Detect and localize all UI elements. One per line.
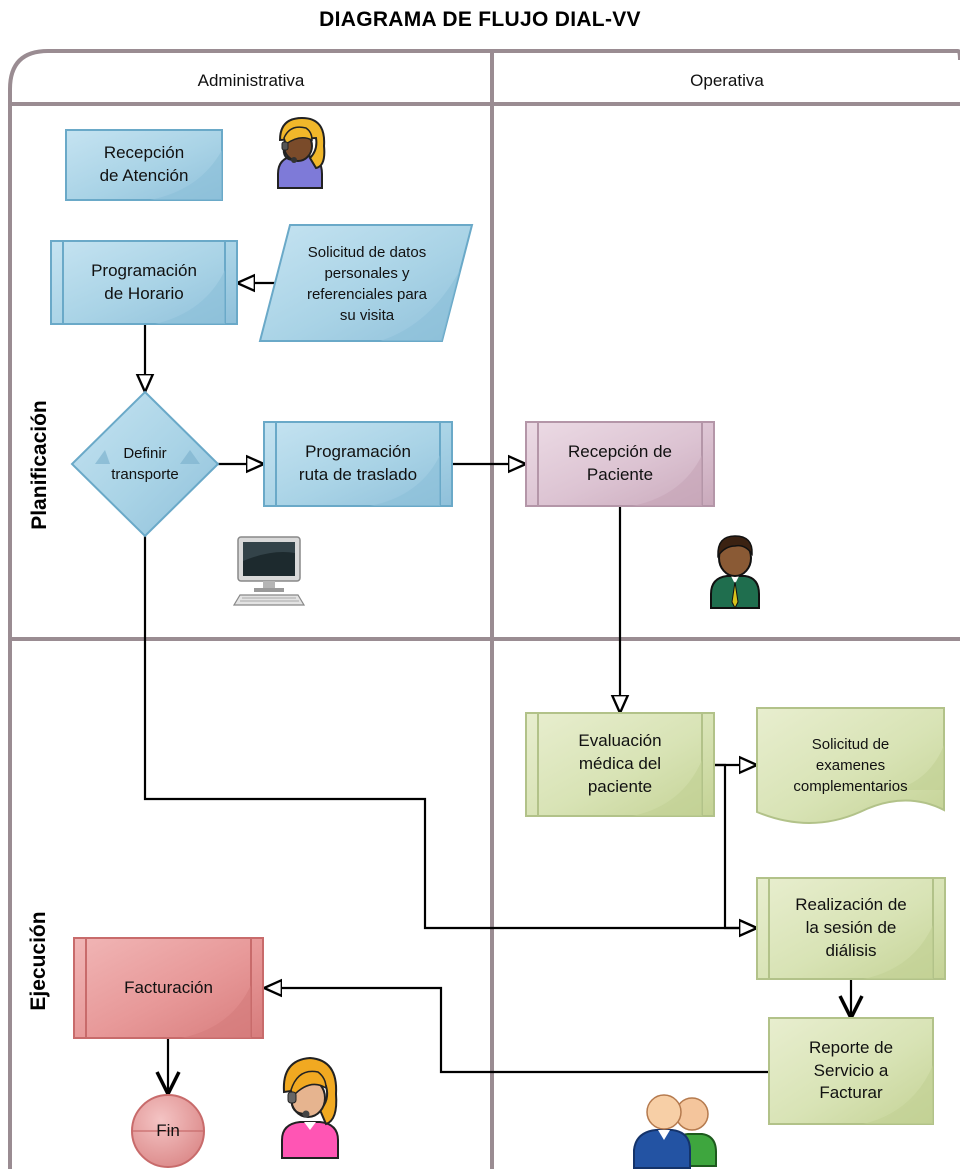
node-realizacion-sesion [756, 877, 946, 980]
lane-header-administrativa: Administrativa [197, 71, 305, 90]
businessman-icon [710, 535, 760, 610]
node-evaluacion-medica [525, 712, 715, 817]
node-fin [131, 1094, 205, 1168]
node-recepcion-paciente [525, 421, 715, 507]
node-facturacion [73, 937, 264, 1039]
node-solicitud-datos [258, 224, 474, 342]
users-group-icon [633, 1094, 717, 1169]
operator-female-pink-icon [281, 1056, 339, 1159]
diagram-title: DIAGRAMA DE FLUJO DIAL-VV [319, 8, 641, 31]
connectors [145, 283, 851, 1094]
phase-label-ejecucion: Ejecución [27, 911, 50, 1011]
phase-label-planificacion: Planificación [28, 400, 51, 530]
operator-female-icon [277, 116, 326, 189]
node-solicitud-examenes [756, 707, 945, 824]
node-reporte-servicio [768, 1017, 934, 1125]
lane-header-operativa: Operativa [690, 71, 764, 90]
swimlane-frame [8, 49, 960, 1169]
computer-icon [232, 536, 306, 606]
node-programacion-ruta [263, 421, 453, 507]
node-programacion-horario [50, 240, 238, 325]
edge-decision-to-sesion [143, 536, 757, 928]
node-definir-transporte [70, 390, 220, 538]
edge-reporte-to-facturacion [264, 988, 769, 1074]
node-recepcion-atencion [65, 129, 223, 201]
edge-evaluacion-to-sesion [714, 763, 757, 928]
